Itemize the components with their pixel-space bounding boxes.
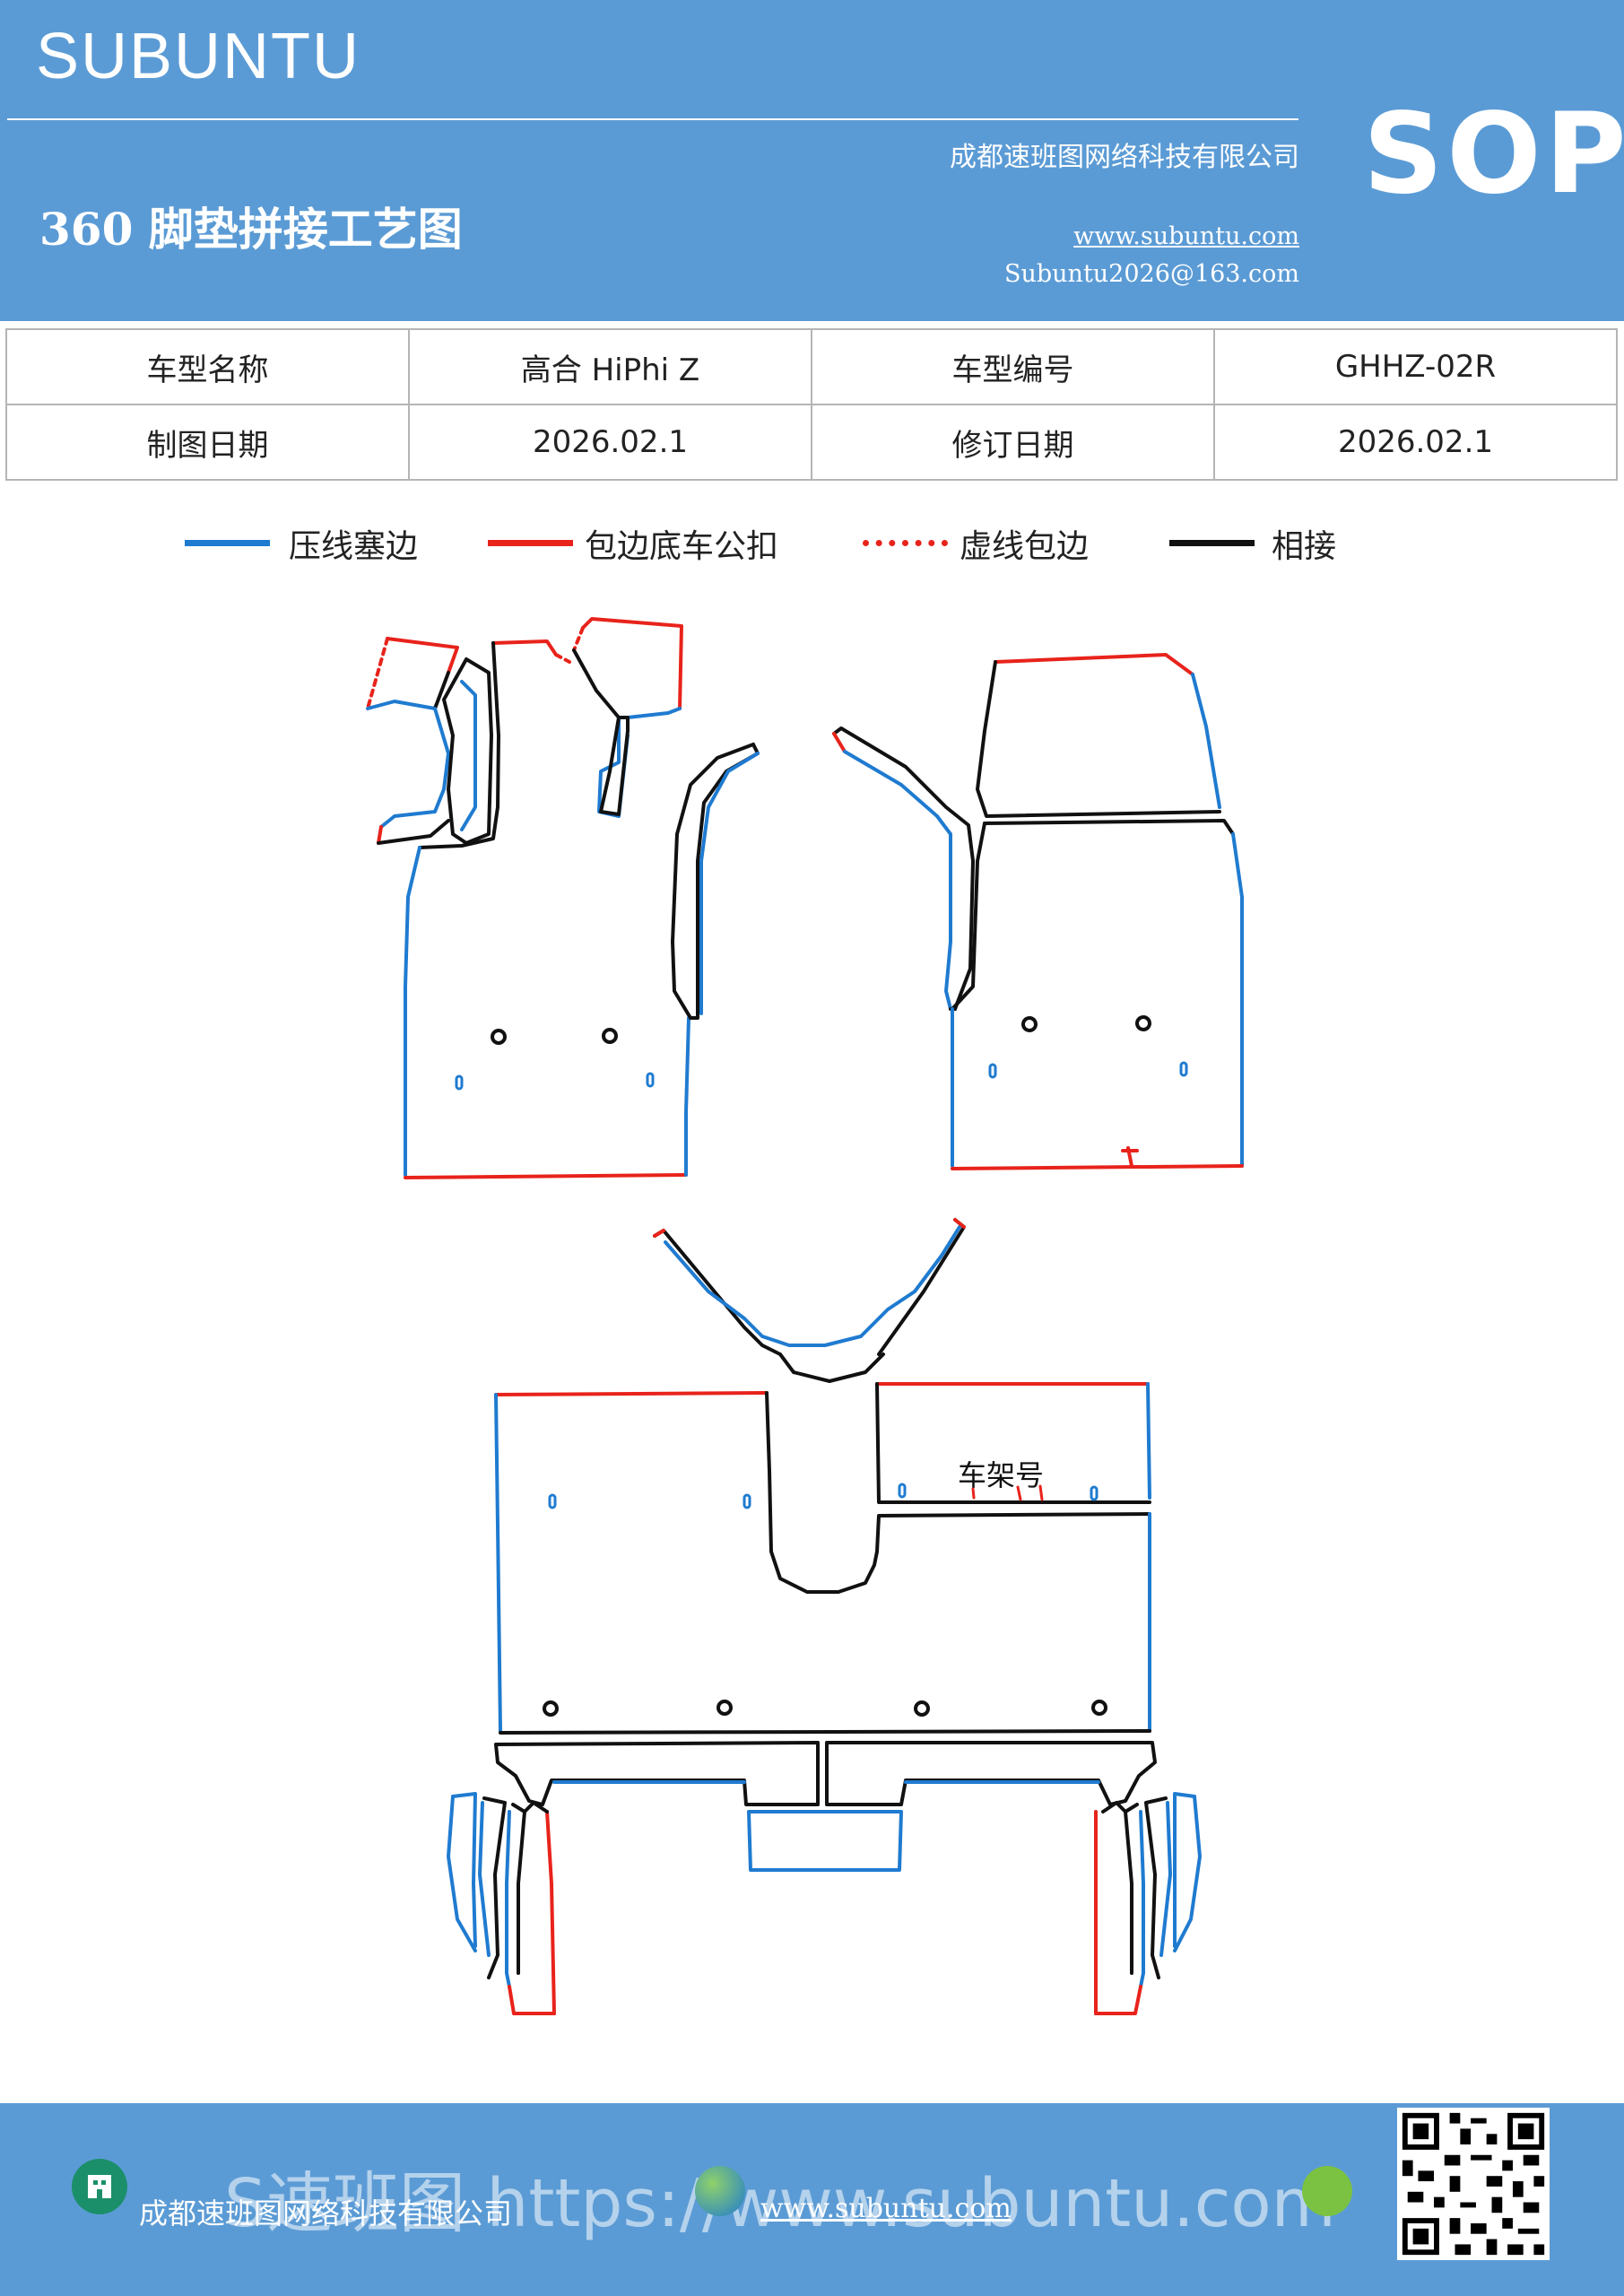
legend-label: 虚线包边: [960, 528, 1090, 565]
brand-name: SUBUNTU: [36, 21, 361, 92]
legend-swatch-red: [488, 540, 573, 546]
page-title: 360 脚垫拼接工艺图: [39, 203, 463, 256]
legend: 压线塞边 包边底车公扣 虚线包边 相接: [0, 520, 1624, 574]
legend-label: 压线塞边: [289, 528, 419, 565]
rear-mat: 车架号: [447, 1218, 1202, 2015]
table-row: 制图日期 2026.02.1 修订日期 2026.02.1: [5, 404, 1618, 481]
company-name: 成都速班图网络科技有限公司: [950, 142, 1299, 173]
draw-date-label: 制图日期: [5, 404, 410, 481]
wechat-icon: [1302, 2166, 1352, 2216]
left-front-mat: [366, 617, 760, 1179]
qr-code: [1397, 2108, 1550, 2260]
legend-swatch-red-dashed: [863, 540, 948, 546]
footer-company: 成都速班图网络科技有限公司: [139, 2196, 513, 2231]
website-link[interactable]: www.subuntu.com: [1073, 222, 1299, 250]
revise-date-label: 修订日期: [811, 404, 1215, 481]
legend-swatch-black: [1169, 540, 1255, 546]
legend-label: 包边底车公扣: [585, 528, 779, 565]
draw-date-value: 2026.02.1: [408, 404, 812, 481]
sop-badge: SOP: [1363, 90, 1624, 219]
building-icon: [72, 2159, 127, 2214]
model-code-value: GHHZ-02R: [1213, 328, 1618, 405]
email-address: Subuntu2026@163.com: [1004, 260, 1299, 288]
globe-icon: [695, 2166, 745, 2216]
header-divider: [7, 118, 1298, 120]
model-name-label: 车型名称: [5, 328, 410, 405]
model-code-label: 车型编号: [811, 328, 1215, 405]
footer: S速班图 https://www.subuntu.com 成都速班图网络科技有限…: [0, 2103, 1624, 2296]
vehicle-info-table: 车型名称 高合 HiPhi Z 车型编号 GHHZ-02R 制图日期 2026.…: [5, 328, 1618, 481]
floor-mat-diagram: 车架号: [366, 617, 1244, 2015]
footer-watermark: S速班图 https://www.subuntu.com: [224, 2165, 1336, 2242]
header-banner: SUBUNTU 成都速班图网络科技有限公司 360 脚垫拼接工艺图 www.su…: [0, 0, 1624, 321]
right-front-mat: [832, 653, 1244, 1170]
legend-label: 相接: [1272, 528, 1337, 565]
table-row: 车型名称 高合 HiPhi Z 车型编号 GHHZ-02R: [5, 328, 1618, 405]
revise-date-value: 2026.02.1: [1213, 404, 1618, 481]
vin-label: 车架号: [958, 1458, 1044, 1492]
legend-swatch-blue: [185, 540, 270, 546]
footer-website-link[interactable]: www.subuntu.com: [760, 2193, 1012, 2224]
model-name-value: 高合 HiPhi Z: [408, 328, 812, 405]
